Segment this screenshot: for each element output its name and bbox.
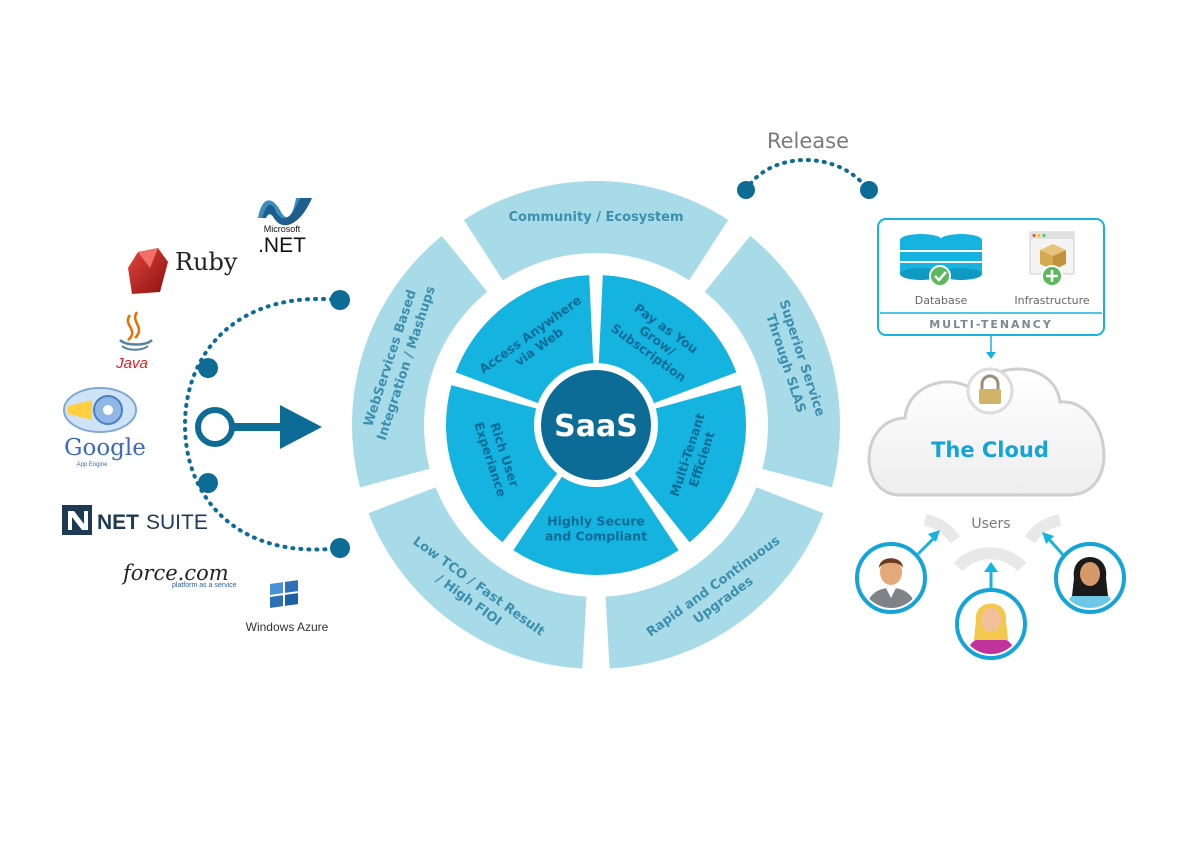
arrow-up-right-icon bbox=[928, 530, 940, 542]
lock-icon bbox=[979, 374, 1001, 404]
connector-dot-lower bbox=[198, 473, 218, 493]
netsuite-prefix: NET bbox=[97, 511, 139, 534]
force-sub: platform as a service bbox=[172, 582, 237, 589]
outer-ring bbox=[352, 180, 840, 669]
inner-segment-highly-secure-and-compliant bbox=[513, 476, 679, 575]
dotnet-name: .NET bbox=[258, 234, 306, 257]
inner-segment-pay-as-you-grow-subscription bbox=[598, 275, 737, 404]
outer-label-community-ecosystem: Community / Ecosystem bbox=[508, 210, 683, 225]
multi-tenancy-title: MULTI-TENANCY bbox=[929, 318, 1053, 331]
java-logo: Java bbox=[115, 311, 153, 372]
saas-core bbox=[541, 370, 651, 480]
java-cup-icon bbox=[119, 338, 153, 346]
connector-dot-upper bbox=[198, 358, 218, 378]
dotnet-logo: Microsoft .NET bbox=[258, 198, 312, 257]
check-icon bbox=[929, 265, 951, 287]
force-logo: force.com platform as a service bbox=[121, 561, 237, 589]
java-name: Java bbox=[115, 355, 148, 372]
ruby-gem-icon bbox=[128, 248, 168, 294]
ruby-logo: Ruby bbox=[128, 248, 238, 294]
users-group: Users bbox=[855, 514, 1126, 660]
infrastructure-label: Infrastructure bbox=[1014, 294, 1090, 307]
windows-azure-logo: Windows Azure bbox=[246, 580, 329, 634]
multi-tenancy-panel: Database Infrastructure MULTI-TENANCY bbox=[877, 218, 1105, 359]
arrow-down-icon bbox=[986, 352, 996, 359]
netsuite-suffix: SUITE bbox=[146, 511, 208, 534]
platform-connector bbox=[182, 290, 350, 558]
user-female-dark-avatar bbox=[1054, 542, 1126, 614]
outer-segment-low-tco-fast-result-high-fioi bbox=[368, 487, 587, 669]
connector-dot-top bbox=[330, 290, 350, 310]
azure-name: Windows Azure bbox=[246, 620, 329, 634]
user-male-avatar bbox=[855, 542, 927, 614]
inner-segment-multi-tenant-efficient bbox=[634, 385, 746, 543]
arrow-right-icon bbox=[280, 405, 322, 449]
outer-segment-rapid-and-continuous-upgrades bbox=[605, 487, 824, 669]
user-female-blond-avatar bbox=[955, 588, 1027, 660]
windows-flag-icon bbox=[270, 580, 298, 608]
connector-ring-icon bbox=[195, 407, 235, 447]
inner-segment-access-anywhere-via-web bbox=[455, 275, 594, 404]
google-app-engine-logo: Google App Engine bbox=[63, 387, 146, 468]
cloud-title: The Cloud bbox=[931, 438, 1049, 462]
infrastructure-icon bbox=[1029, 231, 1075, 287]
arrow-up-left-icon bbox=[1042, 532, 1054, 544]
outer-segment-community-ecosystem bbox=[463, 180, 729, 281]
users-label: Users bbox=[971, 516, 1010, 532]
outer-segment-superior-service-through-slas bbox=[704, 235, 840, 488]
netsuite-logo: NET SUITE bbox=[62, 505, 208, 535]
outer-segment-webservices-based-integration-mashups bbox=[352, 235, 488, 488]
ruby-name: Ruby bbox=[175, 248, 238, 276]
database-icon bbox=[900, 234, 982, 287]
google-name: Google bbox=[64, 435, 146, 461]
inner-ring bbox=[445, 275, 746, 575]
arrow-up-icon bbox=[984, 562, 998, 572]
connector-dot-bottom bbox=[330, 538, 350, 558]
release-label: Release bbox=[767, 129, 849, 153]
dotnet-brand: Microsoft bbox=[264, 224, 301, 234]
saas-core-label: SaaS bbox=[554, 409, 638, 444]
inner-segment-rich-user-experiance bbox=[445, 385, 558, 543]
release-connector: Release bbox=[737, 129, 878, 199]
google-sub: App Engine bbox=[76, 462, 108, 468]
platform-logos: Microsoft .NET Ruby Java Google App Engi… bbox=[62, 198, 329, 634]
database-label: Database bbox=[915, 294, 968, 307]
cloud: The Cloud bbox=[867, 367, 1106, 497]
force-name: force.com bbox=[121, 561, 229, 585]
